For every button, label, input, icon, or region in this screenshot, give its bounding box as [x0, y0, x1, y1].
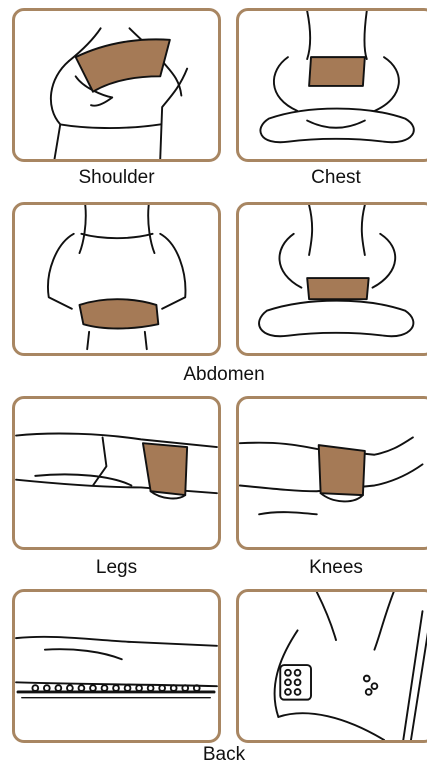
- knees-illustration: [239, 399, 427, 547]
- caption-shoulder: Shoulder: [12, 167, 221, 189]
- caption-legs: Legs: [12, 557, 221, 579]
- panel-legs-lying: [12, 396, 221, 550]
- panel-knees-lying: [236, 396, 427, 550]
- chest-illustration: [239, 11, 427, 159]
- shoulder-illustration: [15, 11, 218, 159]
- panel-chest-cross-legged: [236, 8, 427, 162]
- mat-nodes-row: [32, 685, 199, 691]
- legs-illustration: [15, 399, 218, 547]
- panel-abdomen-cross-legged: [236, 202, 427, 356]
- panel-back-lying: [12, 589, 221, 743]
- caption-abdomen: Abdomen: [12, 364, 427, 386]
- panel-back-reclining-chair: [236, 589, 427, 743]
- abdomen-standing-illustration: [15, 205, 218, 353]
- caption-back: Back: [12, 744, 427, 766]
- back-chair-illustration: [239, 592, 427, 740]
- back-lying-illustration: [15, 592, 218, 740]
- back-mat: [280, 665, 377, 700]
- panel-shoulder-seated: [12, 8, 221, 162]
- caption-knees: Knees: [236, 557, 427, 579]
- caption-chest: Chest: [236, 167, 427, 189]
- panel-abdomen-standing: [12, 202, 221, 356]
- abdomen-seated-illustration: [239, 205, 427, 353]
